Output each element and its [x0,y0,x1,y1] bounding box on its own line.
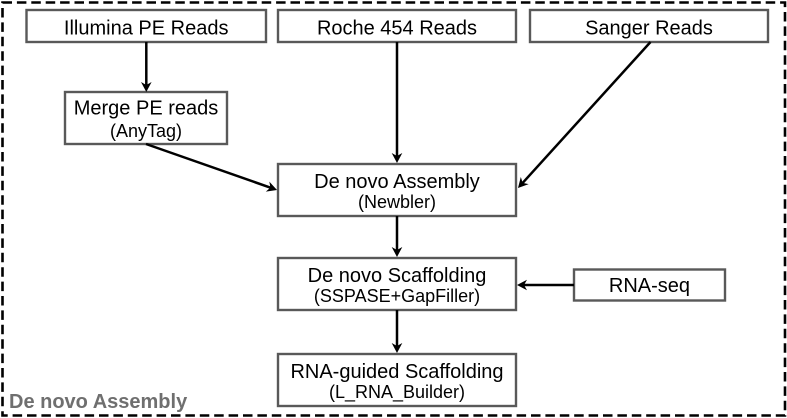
svg-text:De novo Scaffolding: De novo Scaffolding [308,265,487,287]
svg-text:Merge PE reads: Merge PE reads [74,98,219,120]
svg-text:(Newbler): (Newbler) [358,192,436,212]
svg-text:Roche 454 Reads: Roche 454 Reads [317,17,477,39]
svg-text:Illumina PE Reads: Illumina PE Reads [64,17,229,39]
svg-text:Sanger Reads: Sanger Reads [585,17,713,39]
svg-text:RNA-guided Scaffolding: RNA-guided Scaffolding [290,361,503,383]
svg-text:(L_RNA_Builder): (L_RNA_Builder) [329,382,465,403]
svg-text:De novo Assembly: De novo Assembly [314,171,480,193]
svg-text:(SSPASE+GapFiller): (SSPASE+GapFiller) [314,286,480,306]
svg-text:De novo Assembly: De novo Assembly [9,391,188,413]
svg-text:(AnyTag): (AnyTag) [110,121,182,141]
svg-text:RNA-seq: RNA-seq [609,275,690,297]
